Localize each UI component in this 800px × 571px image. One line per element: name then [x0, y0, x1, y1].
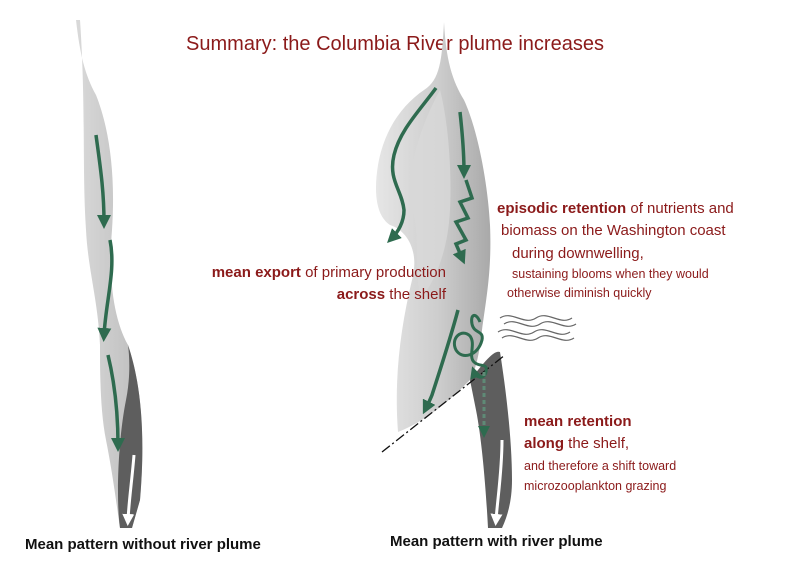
- export-note-line-1: mean export of primary production: [212, 264, 446, 281]
- right-plume-fold: [409, 90, 451, 300]
- left-flow-arrow-2: [97, 239, 114, 342]
- wavy-line-2: [503, 321, 577, 327]
- right-panel-caption: Mean pattern with river plume: [390, 533, 603, 550]
- right-eddy-loops: [453, 314, 488, 380]
- right-upper-flow-arrow: [456, 111, 471, 179]
- right-lower-offshore-arrow: [422, 309, 460, 415]
- episodic-note-line-2: biomass on the Washington coast: [501, 222, 726, 239]
- right-coastal-current: [470, 351, 512, 528]
- left-current-band: [76, 20, 143, 528]
- episodic-note-line-5: otherwise diminish quickly: [507, 286, 652, 300]
- retention-note-line-3: and therefore a shift toward: [524, 459, 676, 473]
- left-panel: Mean pattern without river plume: [25, 20, 261, 553]
- wavy-line-3: [497, 329, 571, 335]
- left-flow-arrow-3: [106, 354, 125, 452]
- retention-note-line-2: along the shelf,: [524, 435, 629, 452]
- right-panel: mean export of primary production across…: [212, 22, 734, 550]
- left-coastal-current: [118, 345, 143, 528]
- episodic-note-line-4: sustaining blooms when they would: [512, 267, 709, 281]
- left-panel-caption: Mean pattern without river plume: [25, 536, 261, 553]
- right-coastal-arrow: [490, 439, 504, 526]
- episodic-note-line-1: episodic retention of nutrients and: [497, 200, 734, 217]
- left-flow-arrow-1: [94, 134, 111, 229]
- export-note-line-2: across the shelf: [337, 286, 447, 303]
- wavy-line-4: [501, 335, 575, 341]
- episodic-note-line-3: during downwelling,: [512, 245, 644, 262]
- diagram-title: Summary: the Columbia River plume increa…: [186, 33, 604, 55]
- shelf-break-line: [381, 354, 506, 453]
- retention-note-line-4: microzooplankton grazing: [524, 479, 666, 493]
- wavy-line-1: [499, 315, 573, 321]
- left-coastal-arrow: [122, 454, 136, 526]
- right-zigzag-arrow: [452, 179, 475, 265]
- retention-note-line-1: mean retention: [524, 413, 632, 430]
- right-offshore-arrow: [387, 86, 438, 243]
